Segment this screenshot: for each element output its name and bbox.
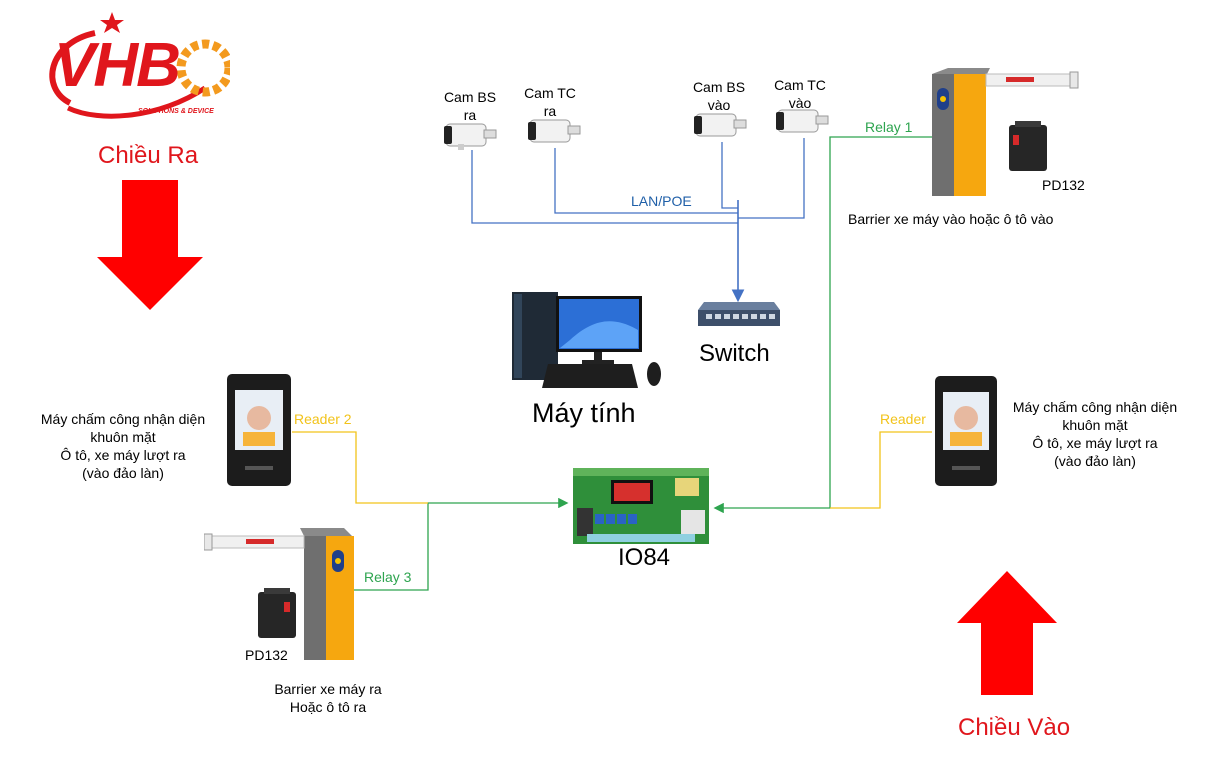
barrier-out-sensor-label: PD132 [245, 647, 288, 663]
camera-icon [694, 113, 747, 137]
direction-in-title: Chiều Vào [958, 714, 1071, 741]
pd132-icon [258, 588, 296, 638]
relay1-wire [713, 136, 932, 514]
camera-icon [776, 109, 829, 133]
logo-tagline: SOLUTIONS & DEVICE [138, 108, 214, 115]
barrier-icon [204, 528, 354, 660]
camera-icon [444, 123, 497, 150]
arrow-down-icon [97, 180, 203, 310]
computer-label: Máy tính [532, 398, 636, 428]
barrier-in-caption: Barrier xe máy vào hoặc ô tô vào [848, 211, 1054, 227]
relay3-label: Relay 3 [364, 569, 412, 585]
reader2-wire [292, 431, 428, 504]
logo-letters: VHB [54, 31, 181, 100]
io84-label: IO84 [618, 544, 671, 571]
arrow-up-icon [957, 571, 1057, 695]
computer-icon [512, 292, 661, 388]
face-terminal-icon [227, 374, 291, 486]
reader2-label: Reader 2 [294, 411, 352, 427]
switch-label: Switch [699, 340, 770, 367]
lan-poe-label: LAN/POE [631, 193, 692, 209]
vhb-logo: VHB SOLUTIONS & DEVICE [40, 8, 234, 126]
io84-board-icon [573, 468, 709, 544]
face-terminal-icon [935, 376, 997, 486]
lan-wires [471, 138, 805, 303]
barrier-icon [932, 68, 1079, 196]
reader-label: Reader [880, 411, 926, 427]
relay3-wire [353, 497, 569, 591]
reader-wire [830, 431, 932, 509]
direction-out-title: Chiều Ra [98, 142, 199, 169]
pd132-icon [1009, 121, 1047, 171]
switch-icon [698, 302, 780, 326]
barrier-in-sensor-label: PD132 [1042, 177, 1085, 193]
relay1-label: Relay 1 [865, 119, 913, 135]
camera-icon [528, 119, 581, 143]
